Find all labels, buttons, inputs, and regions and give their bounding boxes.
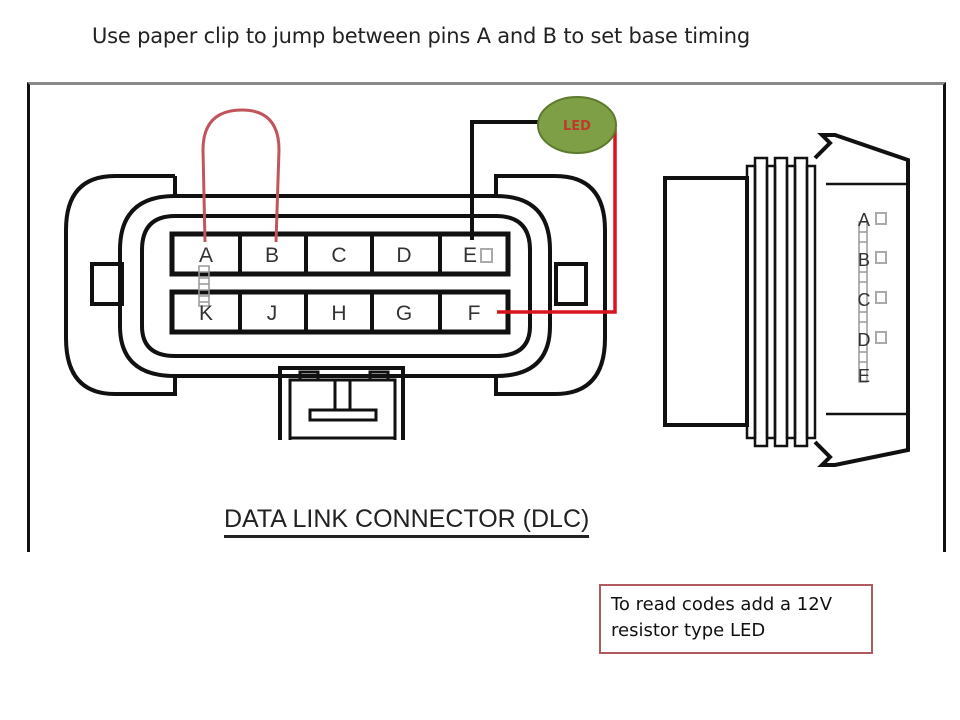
square-icon xyxy=(875,291,887,304)
pin-e-square-icon xyxy=(480,248,493,263)
note-line-2: resistor type LED xyxy=(611,620,766,641)
instruction-title: Use paper clip to jump between pins A an… xyxy=(92,24,750,48)
diagram-frame xyxy=(27,82,946,552)
pin-label-h: H xyxy=(331,302,346,325)
led-indicator: LED xyxy=(537,96,617,154)
pin-label-a: A xyxy=(199,244,213,267)
led-label: LED xyxy=(563,119,591,134)
connector-side-view xyxy=(663,133,910,467)
led-red-wire xyxy=(497,128,617,314)
square-icon xyxy=(875,331,887,344)
pin-label-c: C xyxy=(331,244,346,267)
note-line-1: To read codes add a 12V xyxy=(611,594,833,615)
right-tab xyxy=(554,262,588,306)
pin-label-j: J xyxy=(267,302,278,325)
pin-labels-bottom: K J H G F xyxy=(199,302,480,325)
pin-label-d: D xyxy=(396,244,411,267)
connector-shell xyxy=(118,194,552,378)
side-pin-squares xyxy=(875,212,887,344)
connector-inner-shell xyxy=(140,214,532,358)
left-latch-bracket xyxy=(64,174,177,396)
paperclip-jumper xyxy=(201,108,281,243)
led-black-wire xyxy=(470,120,540,240)
side-pin-ladder xyxy=(858,221,868,383)
read-codes-note: To read codes add a 12V resistor type LE… xyxy=(599,584,873,654)
connector-caption: DATA LINK CONNECTOR (DLC) xyxy=(224,504,590,538)
side-pin-d: D xyxy=(858,330,871,350)
pin-label-f: F xyxy=(468,302,481,325)
square-icon xyxy=(875,212,887,225)
pin-grid-top xyxy=(169,231,511,277)
side-head xyxy=(813,133,910,467)
square-icon xyxy=(875,251,887,264)
pin-ak-ladder xyxy=(198,265,210,307)
side-body xyxy=(663,176,749,427)
pin-label-k: K xyxy=(199,302,213,325)
left-tab xyxy=(90,262,124,306)
side-pin-labels: A B C D E xyxy=(858,210,871,386)
side-pin-e: E xyxy=(858,366,870,386)
side-pin-a: A xyxy=(858,210,870,230)
bottom-latch xyxy=(278,366,405,440)
side-pin-b: B xyxy=(858,250,870,270)
pin-labels-top: A B C D E xyxy=(199,244,477,267)
pin-label-e: E xyxy=(463,244,477,267)
right-latch-bracket xyxy=(494,174,607,396)
pin-label-g: G xyxy=(396,302,412,325)
pin-label-b: B xyxy=(265,244,279,267)
side-pin-c: C xyxy=(858,290,871,310)
